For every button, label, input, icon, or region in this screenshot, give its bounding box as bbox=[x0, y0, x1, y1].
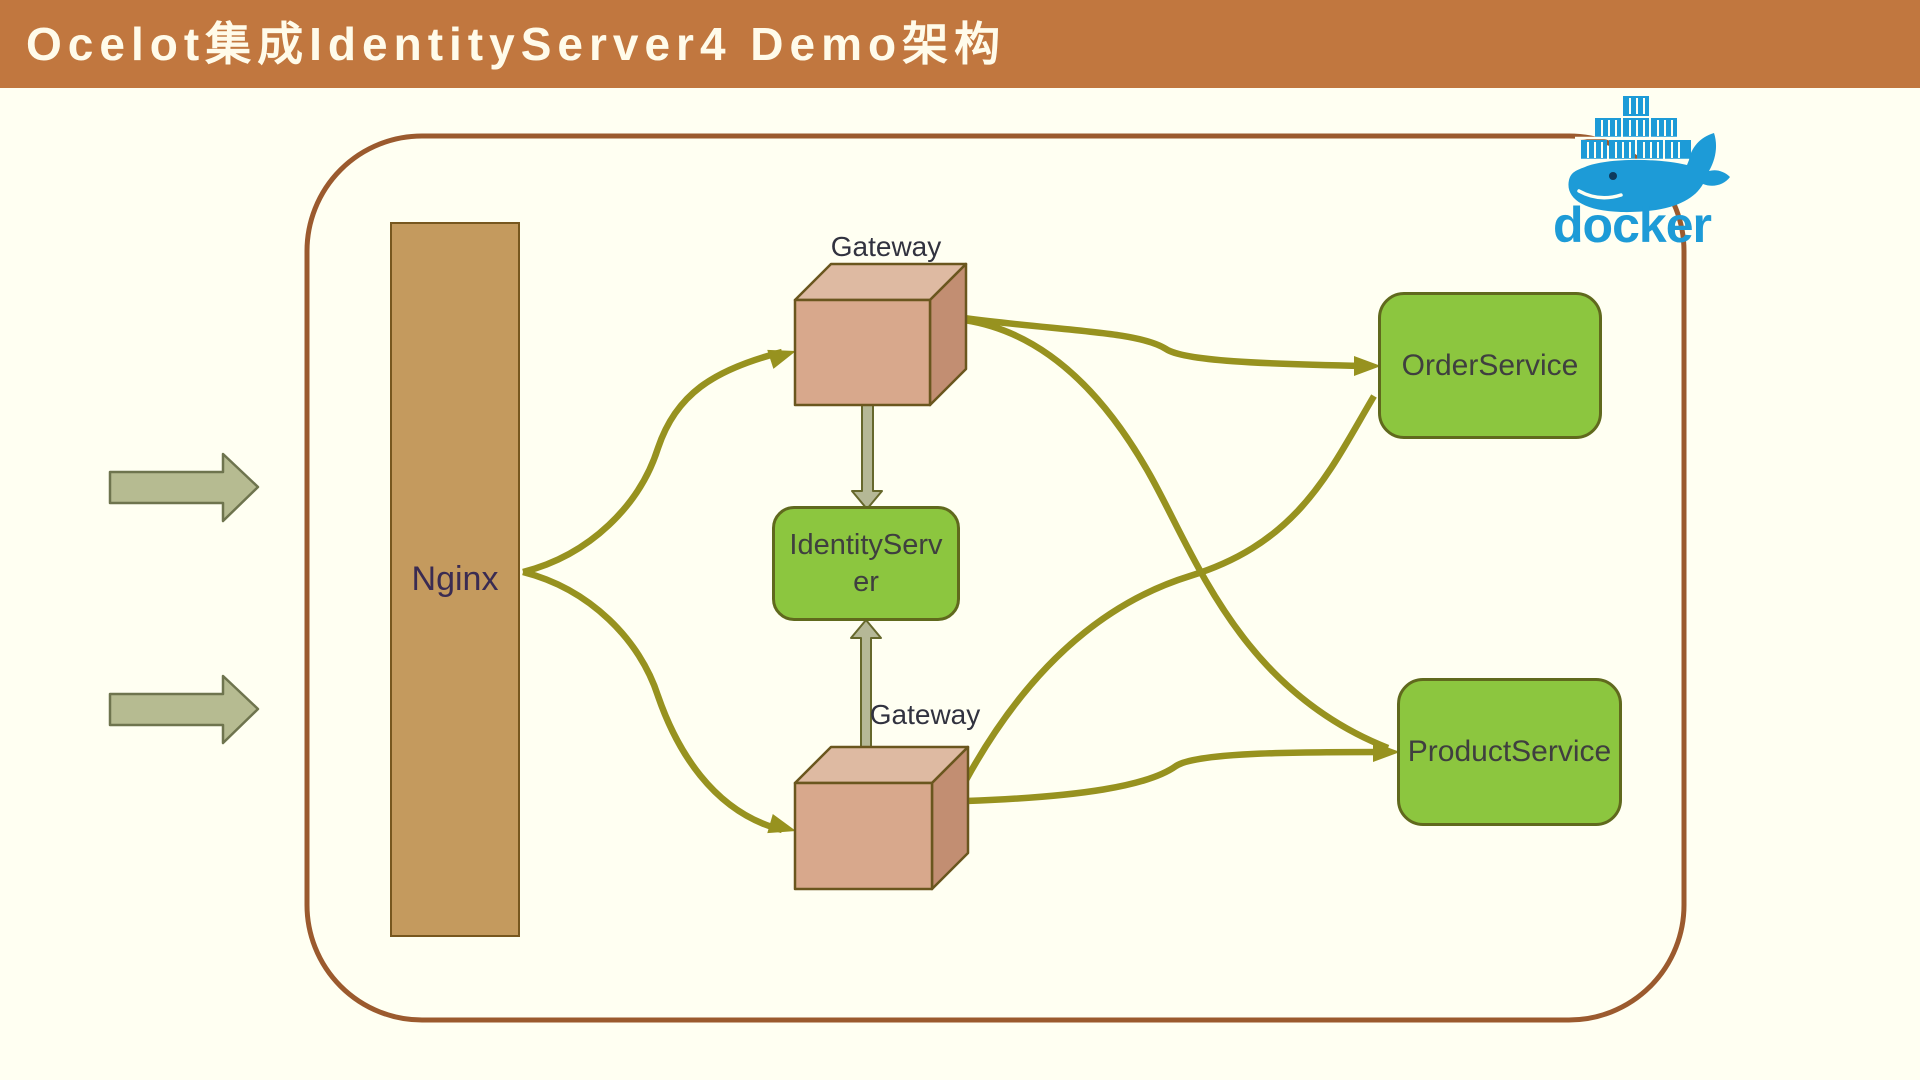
flow-nginx-to-gateway-bottom bbox=[522, 568, 783, 834]
docker-wordmark: docker bbox=[1553, 197, 1712, 253]
arrowhead-into-gateway-top-icon bbox=[767, 349, 796, 369]
gateway-bottom-label: Gateway bbox=[869, 699, 981, 730]
order-service-node: OrderService bbox=[1378, 292, 1602, 439]
connector-gatewaytop-to-identity bbox=[851, 403, 883, 510]
arrowhead-into-orderservice-icon bbox=[1354, 356, 1381, 376]
identity-server-node: IdentityServ er bbox=[772, 506, 960, 621]
gateway-top-label: Gateway bbox=[830, 231, 942, 262]
nginx-label: Nginx bbox=[411, 560, 499, 598]
flow-arrowheads bbox=[767, 349, 1400, 834]
nginx-node: Nginx bbox=[390, 222, 520, 937]
gateway-top-cube-icon bbox=[793, 262, 968, 407]
frame-border bbox=[304, 133, 1687, 1023]
flow-gatewaybottom-to-orderservice bbox=[963, 394, 1377, 782]
incoming-traffic-arrow-top-icon bbox=[108, 452, 260, 523]
flow-gatewaybottom-to-productservice bbox=[965, 748, 1386, 805]
gateway-bottom-cube-icon bbox=[793, 745, 970, 891]
connector-gatewaybottom-to-identity bbox=[850, 619, 882, 757]
auth-connectors bbox=[850, 403, 883, 757]
arrowhead-into-productservice-icon bbox=[1373, 742, 1400, 762]
flow-lines bbox=[522, 314, 1390, 834]
arrowhead-into-gateway-bottom-icon bbox=[767, 813, 796, 834]
product-service-node: ProductService bbox=[1397, 678, 1622, 826]
docker-whale-icon bbox=[1568, 96, 1730, 213]
flow-gatewaytop-to-orderservice bbox=[963, 314, 1367, 370]
slide-title: Ocelot集成IdentityServer4 Demo架构 bbox=[0, 0, 1920, 88]
flow-nginx-to-gateway-top bbox=[522, 348, 783, 576]
order-service-label: OrderService bbox=[1401, 348, 1579, 382]
incoming-traffic-arrow-bottom-icon bbox=[108, 674, 260, 745]
flow-gatewaytop-to-productservice bbox=[963, 316, 1390, 752]
identity-server-label: IdentityServ er bbox=[789, 529, 943, 598]
product-service-label: ProductService bbox=[1407, 735, 1612, 769]
